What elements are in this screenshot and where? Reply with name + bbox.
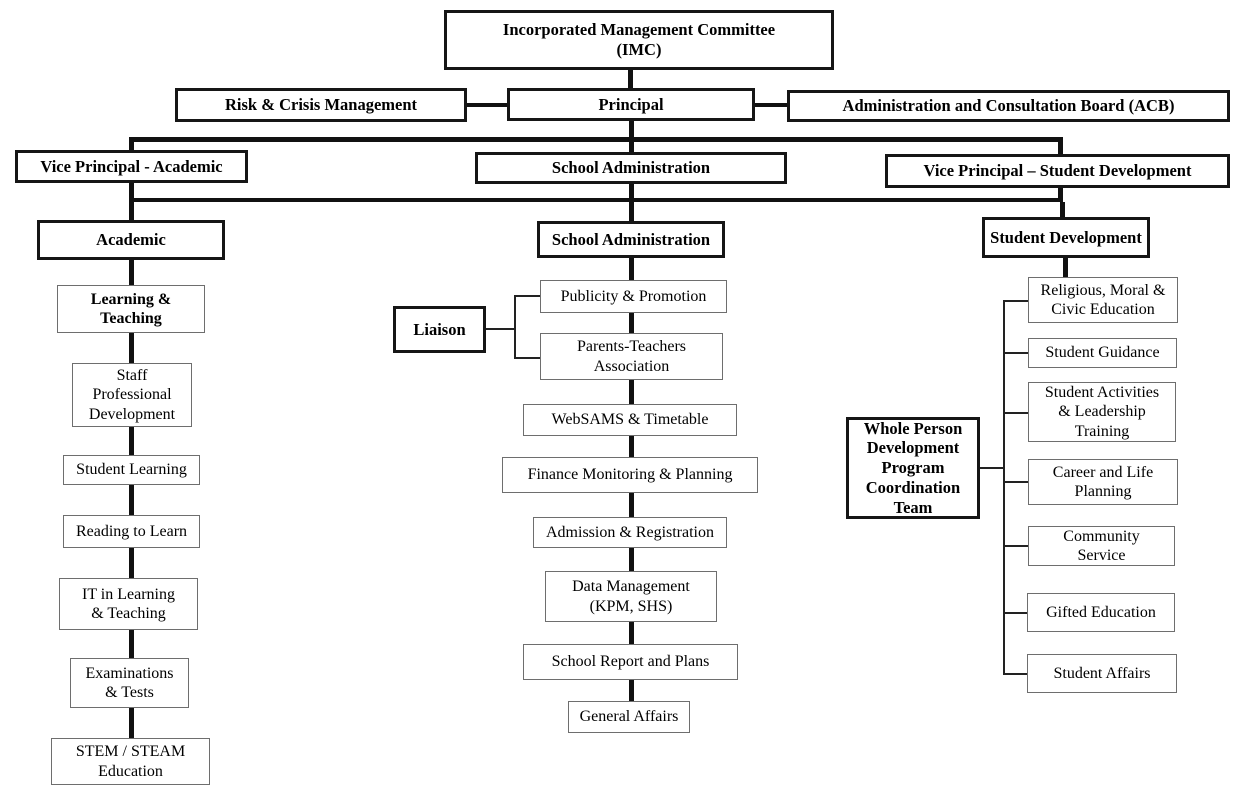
node-whole-person-development-team: Whole Person Development Program Coordin… bbox=[846, 417, 980, 519]
node-risk-crisis-management: Risk & Crisis Management bbox=[175, 88, 467, 122]
node-academic-header: Academic bbox=[37, 220, 225, 260]
connector-vp-academic-bus2 bbox=[129, 183, 134, 201]
node-student-learning: Student Learning bbox=[63, 455, 200, 485]
node-community-service: Community Service bbox=[1028, 526, 1175, 566]
connector-bus-vp-student-dev bbox=[1058, 142, 1063, 155]
connector-student-dev-header-items bbox=[1063, 258, 1068, 278]
node-reading-to-learn: Reading to Learn bbox=[63, 515, 200, 548]
node-principal: Principal bbox=[507, 88, 755, 121]
node-data-management: Data Management (KPM, SHS) bbox=[545, 571, 717, 622]
wpd-team-connector bbox=[980, 467, 1004, 469]
node-student-affairs: Student Affairs bbox=[1027, 654, 1177, 693]
stub-community-service bbox=[1003, 545, 1028, 547]
connector-risk-principal bbox=[467, 103, 507, 107]
node-examinations-tests: Examinations & Tests bbox=[70, 658, 189, 708]
connector-principal-acb bbox=[755, 103, 787, 107]
stub-religious-moral-civic bbox=[1003, 300, 1028, 302]
node-school-administration-division: School Administration bbox=[475, 152, 787, 184]
stub-gifted-education bbox=[1003, 612, 1027, 614]
stub-student-activities bbox=[1003, 412, 1028, 414]
node-imc: Incorporated Management Committee (IMC) bbox=[444, 10, 834, 70]
stub-student-guidance bbox=[1003, 352, 1028, 354]
liaison-stub-pta bbox=[514, 357, 540, 359]
stub-career-life-planning bbox=[1003, 481, 1028, 483]
node-vp-academic: Vice Principal - Academic bbox=[15, 150, 248, 183]
liaison-connector bbox=[486, 328, 516, 330]
connector-vp-student-dev-bus2 bbox=[1058, 188, 1063, 201]
node-gifted-education: Gifted Education bbox=[1027, 593, 1175, 632]
node-websams-timetable: WebSAMS & Timetable bbox=[523, 404, 737, 436]
node-it-in-learning-teaching: IT in Learning & Teaching bbox=[59, 578, 198, 630]
connector-bus2-student-dev-header bbox=[1060, 202, 1065, 218]
node-stem-steam-education: STEM / STEAM Education bbox=[51, 738, 210, 785]
node-student-development-header: Student Development bbox=[982, 217, 1150, 258]
liaison-bracket-vertical bbox=[514, 295, 516, 359]
node-student-guidance: Student Guidance bbox=[1028, 338, 1177, 368]
spine-school-admin-column bbox=[629, 202, 634, 703]
stub-student-affairs bbox=[1003, 673, 1027, 675]
node-school-report-plans: School Report and Plans bbox=[523, 644, 738, 680]
node-learning-teaching: Learning & Teaching bbox=[57, 285, 205, 333]
node-student-activities-leadership-training: Student Activities & Leadership Training bbox=[1028, 382, 1176, 442]
node-publicity-promotion: Publicity & Promotion bbox=[540, 280, 727, 313]
liaison-stub-publicity bbox=[514, 295, 540, 297]
connector-bus-vp-academic bbox=[129, 142, 134, 151]
connector-imc-principal bbox=[628, 70, 633, 89]
bus-vp-row bbox=[129, 137, 1063, 142]
connector-principal-bus bbox=[629, 121, 634, 137]
node-finance-monitoring-planning: Finance Monitoring & Planning bbox=[502, 457, 758, 493]
bus-division-row bbox=[129, 198, 1063, 202]
connector-school-admin-bus2 bbox=[629, 184, 634, 201]
node-general-affairs: General Affairs bbox=[568, 701, 690, 733]
student-dev-bracket-vertical bbox=[1003, 300, 1005, 675]
node-staff-professional-development: Staff Professional Development bbox=[72, 363, 192, 427]
node-career-life-planning: Career and Life Planning bbox=[1028, 459, 1178, 505]
node-parents-teachers-association: Parents-Teachers Association bbox=[540, 333, 723, 380]
node-religious-moral-civic-education: Religious, Moral & Civic Education bbox=[1028, 277, 1178, 323]
node-admission-registration: Admission & Registration bbox=[533, 517, 727, 548]
node-vp-student-development: Vice Principal – Student Development bbox=[885, 154, 1230, 188]
node-school-administration-header: School Administration bbox=[537, 221, 725, 258]
node-acb: Administration and Consultation Board (A… bbox=[787, 90, 1230, 122]
connector-bus-school-admin bbox=[629, 142, 634, 153]
node-liaison: Liaison bbox=[393, 306, 486, 353]
